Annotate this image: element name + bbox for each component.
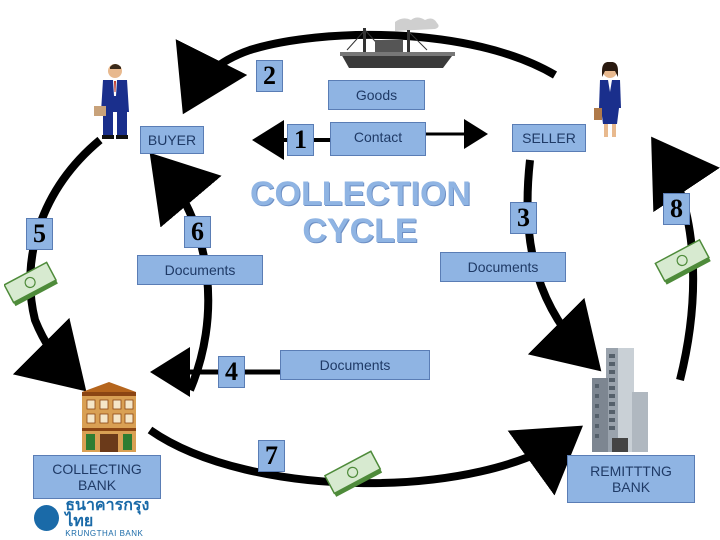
logo-thai-text: ธนาคารกรุงไทย: [65, 497, 150, 530]
krungthai-logo-mark-icon: [34, 505, 60, 531]
money-stack-icon: [654, 238, 711, 285]
title-line-2: CYCLE: [302, 212, 418, 251]
collecting-bank-building-icon: [82, 382, 136, 452]
step-3: 3: [510, 202, 537, 234]
buyer-person-icon: [94, 64, 129, 139]
remitting-bank-label: REMITTTNG BANK: [567, 455, 695, 503]
step-5: 5: [26, 218, 53, 250]
step-8: 8: [663, 193, 690, 225]
collecting-bank-line-1: COLLECTING: [52, 460, 142, 477]
documents-left-label: Documents: [137, 255, 263, 285]
remitting-bank-tower-icon: [592, 348, 648, 452]
step-7: 7: [258, 440, 285, 472]
logo-en-text: KRUNGTHAI BANK: [65, 529, 144, 538]
title-line-1: COLLECTION: [250, 175, 471, 213]
goods-label: Goods: [328, 80, 425, 110]
contact-label: Contact: [330, 122, 426, 156]
remitting-bank-line-1: REMITTTNG: [590, 462, 672, 479]
money-stack-icon: [4, 261, 58, 307]
krungthai-logo-text: ธนาคารกรุงไทย KRUNGTHAI BANK: [65, 498, 174, 538]
seller-label: SELLER: [512, 124, 586, 152]
buyer-label: BUYER: [140, 126, 204, 154]
krungthai-logo: ธนาคารกรุงไทย KRUNGTHAI BANK: [34, 498, 174, 538]
step-4: 4: [218, 356, 245, 388]
step-2: 2: [256, 60, 283, 92]
money-stack-icon: [323, 450, 383, 497]
arrow-goods: [175, 30, 558, 115]
collecting-bank-line-2: BANK: [77, 477, 117, 493]
ship-icon: [340, 17, 455, 68]
collecting-bank-label: COLLECTING BANK: [33, 455, 161, 499]
documents-center-label: Documents: [280, 350, 430, 380]
seller-person-icon: [594, 62, 621, 137]
collection-cycle-title: COLLECTION CYCLE: [250, 175, 471, 251]
arrow-payment-remitting: [147, 425, 583, 496]
remitting-bank-line-2: BANK: [611, 479, 651, 495]
step-1: 1: [287, 124, 314, 156]
documents-right-label: Documents: [440, 252, 566, 282]
step-6: 6: [184, 216, 211, 248]
